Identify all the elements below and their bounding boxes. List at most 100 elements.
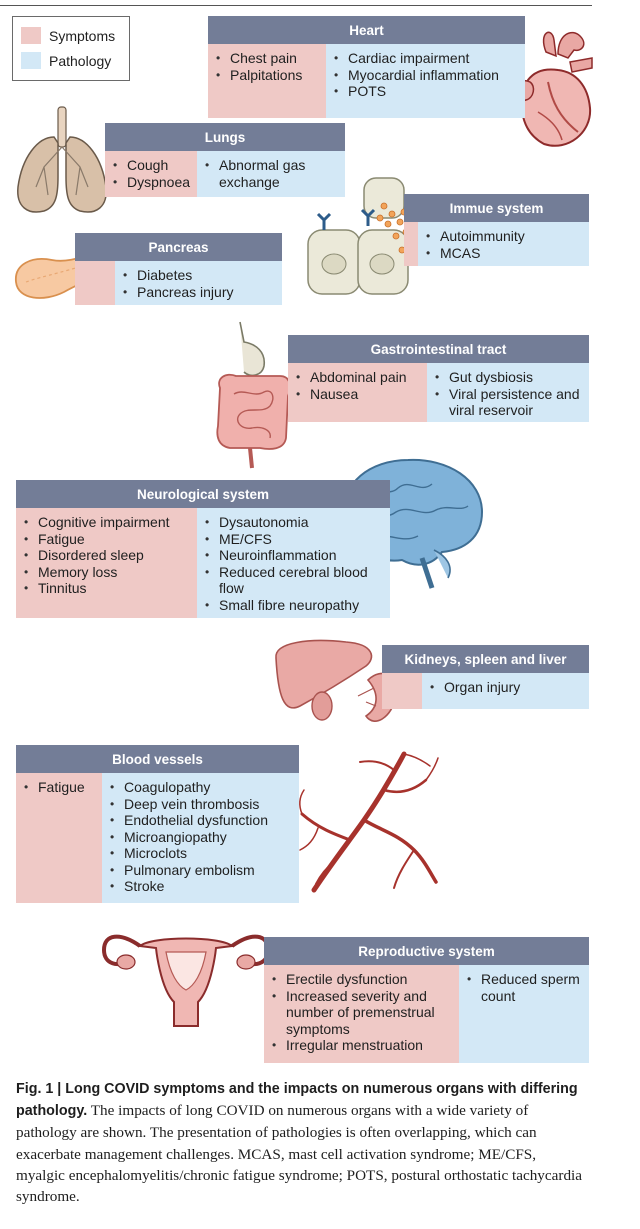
list-item: Dyspnoea [111,174,190,191]
lungs-symptoms: CoughDyspnoea [105,151,197,197]
legend-pathology-label: Pathology [49,52,112,69]
list-item: Endothelial dysfunction [108,812,291,829]
list-item: Reduced cerebral blood flow [203,564,382,597]
reproductive-symptoms: Erectile dysfunctionIncreased severity a… [264,965,459,1063]
lungs-pathology-list: Abnormal gas exchange [203,157,337,190]
list-item: Memory loss [22,564,189,581]
list-item: Cough [111,157,189,174]
list-item: Stroke [108,878,291,895]
blood-vessels-pathology: CoagulopathyDeep vein thrombosisEndothel… [102,773,299,903]
gi-box: Gastrointestinal tract Abdominal painNau… [288,335,589,422]
list-item: Nausea [294,386,419,403]
heart-pathology: Cardiac impairmentMyocardial inflammatio… [326,44,525,118]
reproductive-box: Reproductive system Erectile dysfunction… [264,937,589,1063]
legend-pathology-swatch [21,52,41,69]
list-item: Autoimmunity [424,228,581,245]
list-item: Fatigue [22,779,94,796]
gi-tract-icon [216,321,291,469]
gi-pathology: Gut dysbiosisViral persistence and viral… [427,363,589,422]
lungs-symptoms-list: CoughDyspnoea [111,157,190,191]
heart-icon [514,31,593,147]
kidneys-title: Kidneys, spleen and liver [382,645,589,673]
heart-title: Heart [208,16,525,44]
list-item: Microclots [108,845,291,862]
list-item: Chest pain [214,50,318,67]
list-item: Cardiac impairment [332,50,517,67]
list-item: Abdominal pain [294,369,419,386]
gi-pathology-list: Gut dysbiosisViral persistence and viral… [433,369,581,419]
list-item: POTS [332,83,517,100]
pancreas-box: Pancreas DiabetesPancreas injury [75,233,282,305]
immune-pathology-list: AutoimmunityMCAS [424,228,581,261]
legend: Symptoms Pathology [12,16,130,81]
legend-symptoms: Symptoms [21,27,115,44]
list-item: Disordered sleep [22,547,189,564]
list-item: Deep vein thrombosis [108,796,291,813]
lungs-icon [17,106,107,213]
list-item: Coagulopathy [108,779,291,796]
reproductive-pathology-list: Reduced sperm count [465,971,581,1004]
pancreas-symptoms [75,261,115,305]
immune-pathology: AutoimmunityMCAS [418,222,589,266]
figure-caption: Fig. 1 | Long COVID symptoms and the imp… [16,1078,586,1207]
list-item: Microangiopathy [108,829,291,846]
immune-cells-icon [307,177,418,295]
list-item: Dysautonomia [203,514,382,531]
list-item: Increased severity and number of premens… [270,988,451,1038]
neuro-box: Neurological system Cognitive impairment… [16,480,390,618]
legend-symptoms-label: Symptoms [49,27,116,44]
list-item: Abnormal gas exchange [203,157,337,190]
lungs-pathology: Abnormal gas exchange [197,151,345,197]
list-item: Organ injury [428,679,581,696]
heart-symptoms-list: Chest painPalpitations [214,50,318,83]
pancreas-pathology: DiabetesPancreas injury [115,261,282,305]
uterus-icon [101,934,271,1027]
list-item: Cognitive impairment [22,514,189,531]
list-item: Palpitations [214,67,318,84]
list-item: Neuroinflammation [203,547,382,564]
immune-title: Immue system [404,194,589,222]
list-item: Diabetes [121,267,274,284]
blood-vessels-icon [299,751,439,893]
caption-text: The impacts of long COVID on numerous or… [16,1102,582,1206]
kidneys-pathology: Organ injury [422,673,589,709]
gi-symptoms-list: Abdominal painNausea [294,369,419,402]
reproductive-symptoms-list: Erectile dysfunctionIncreased severity a… [270,971,451,1054]
legend-pathology: Pathology [21,52,111,69]
gi-symptoms: Abdominal painNausea [288,363,427,422]
neuro-symptoms: Cognitive impairmentFatigueDisordered sl… [16,508,197,618]
neuro-title: Neurological system [16,480,390,508]
neuro-pathology-list: DysautonomiaME/CFSNeuroinflammationReduc… [203,514,382,613]
list-item: Fatigue [22,531,189,548]
blood-vessels-title: Blood vessels [16,745,299,773]
lungs-box: Lungs CoughDyspnoea Abnormal gas exchang… [105,123,345,197]
list-item: Myocardial inflammation [332,67,517,84]
lungs-title: Lungs [105,123,345,151]
list-item: ME/CFS [203,531,382,548]
list-item: Erectile dysfunction [270,971,451,988]
list-item: Tinnitus [22,580,189,597]
heart-symptoms: Chest painPalpitations [208,44,326,118]
kidneys-pathology-list: Organ injury [428,679,581,696]
legend-symptoms-swatch [21,27,41,44]
top-rule [0,5,592,6]
pancreas-pathology-list: DiabetesPancreas injury [121,267,274,300]
neuro-symptoms-list: Cognitive impairmentFatigueDisordered sl… [22,514,189,597]
list-item: MCAS [424,245,581,262]
reproductive-title: Reproductive system [264,937,589,965]
immune-box: Immue system AutoimmunityMCAS [404,194,589,266]
kidneys-symptoms [382,673,422,709]
blood-vessels-symptoms-list: Fatigue [22,779,94,796]
kidneys-box: Kidneys, spleen and liver Organ injury [382,645,589,709]
reproductive-pathology: Reduced sperm count [459,965,589,1063]
blood-vessels-symptoms: Fatigue [16,773,102,903]
heart-pathology-list: Cardiac impairmentMyocardial inflammatio… [332,50,517,100]
blood-vessels-pathology-list: CoagulopathyDeep vein thrombosisEndothel… [108,779,291,895]
list-item: Pancreas injury [121,284,274,301]
neuro-pathology: DysautonomiaME/CFSNeuroinflammationReduc… [197,508,390,618]
list-item: Irregular menstruation [270,1037,451,1054]
blood-vessels-box: Blood vessels Fatigue CoagulopathyDeep v… [16,745,299,903]
list-item: Pulmonary embolism [108,862,291,879]
gi-title: Gastrointestinal tract [288,335,589,363]
list-item: Viral persistence and viral reservoir [433,386,581,419]
